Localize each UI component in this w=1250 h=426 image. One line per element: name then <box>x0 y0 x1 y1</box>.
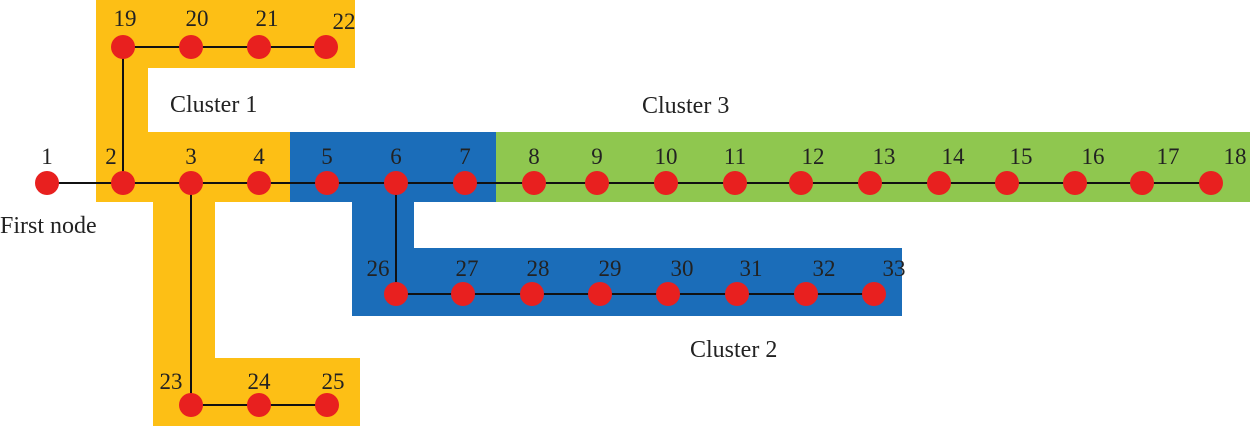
node-label-8: 8 <box>528 144 540 169</box>
node-label-19: 19 <box>114 6 137 31</box>
node-26 <box>384 282 408 306</box>
nodes-layer <box>35 35 1223 417</box>
node-11 <box>723 171 747 195</box>
node-5 <box>315 171 339 195</box>
node-16 <box>1063 171 1087 195</box>
node-33 <box>862 282 886 306</box>
node-28 <box>520 282 544 306</box>
node-2 <box>111 171 135 195</box>
node-label-24: 24 <box>248 369 272 394</box>
node-label-22: 22 <box>333 9 356 34</box>
node-label-7: 7 <box>459 144 471 169</box>
node-label-15: 15 <box>1010 144 1033 169</box>
node-label-25: 25 <box>322 369 345 394</box>
node-1 <box>35 171 59 195</box>
node-label-1: 1 <box>41 144 53 169</box>
node-label-17: 17 <box>1157 144 1180 169</box>
node-17 <box>1130 171 1154 195</box>
node-label-10: 10 <box>655 144 678 169</box>
node-label-4: 4 <box>253 144 265 169</box>
node-label-26: 26 <box>367 256 390 281</box>
node-8 <box>522 171 546 195</box>
node-30 <box>656 282 680 306</box>
node-label-12: 12 <box>802 144 825 169</box>
node-3 <box>179 171 203 195</box>
node-label-20: 20 <box>186 6 209 31</box>
node-27 <box>451 282 475 306</box>
node-label-13: 13 <box>873 144 896 169</box>
node-label-3: 3 <box>185 144 197 169</box>
node-12 <box>789 171 813 195</box>
node-label-27: 27 <box>456 256 479 281</box>
node-label-23: 23 <box>160 369 183 394</box>
node-label-21: 21 <box>256 6 279 31</box>
first-node-label: First node <box>0 213 97 239</box>
node-6 <box>384 171 408 195</box>
node-25 <box>315 393 339 417</box>
node-label-14: 14 <box>942 144 966 169</box>
node-label-31: 31 <box>740 256 763 281</box>
node-29 <box>588 282 612 306</box>
cluster-1-label: Cluster 1 <box>170 92 257 118</box>
node-label-18: 18 <box>1224 144 1247 169</box>
node-31 <box>725 282 749 306</box>
cluster-3-label: Cluster 3 <box>642 93 729 119</box>
node-label-30: 30 <box>671 256 694 281</box>
node-10 <box>654 171 678 195</box>
node-label-2: 2 <box>105 144 117 169</box>
node-label-9: 9 <box>591 144 603 169</box>
cluster-2-region <box>290 132 902 316</box>
node-label-33: 33 <box>883 256 906 281</box>
node-19 <box>111 35 135 59</box>
node-21 <box>247 35 271 59</box>
node-label-6: 6 <box>390 144 402 169</box>
node-label-28: 28 <box>527 256 550 281</box>
cluster-2-label: Cluster 2 <box>690 337 777 363</box>
node-7 <box>453 171 477 195</box>
node-label-16: 16 <box>1082 144 1105 169</box>
node-13 <box>858 171 882 195</box>
node-9 <box>585 171 609 195</box>
node-23 <box>179 393 203 417</box>
node-24 <box>247 393 271 417</box>
node-label-32: 32 <box>813 256 836 281</box>
node-15 <box>995 171 1019 195</box>
node-20 <box>179 35 203 59</box>
node-label-5: 5 <box>321 144 333 169</box>
node-14 <box>927 171 951 195</box>
cluster-1-region <box>96 0 360 426</box>
node-label-29: 29 <box>599 256 622 281</box>
node-label-11: 11 <box>724 144 746 169</box>
node-22 <box>314 35 338 59</box>
node-32 <box>794 282 818 306</box>
node-18 <box>1199 171 1223 195</box>
node-4 <box>247 171 271 195</box>
